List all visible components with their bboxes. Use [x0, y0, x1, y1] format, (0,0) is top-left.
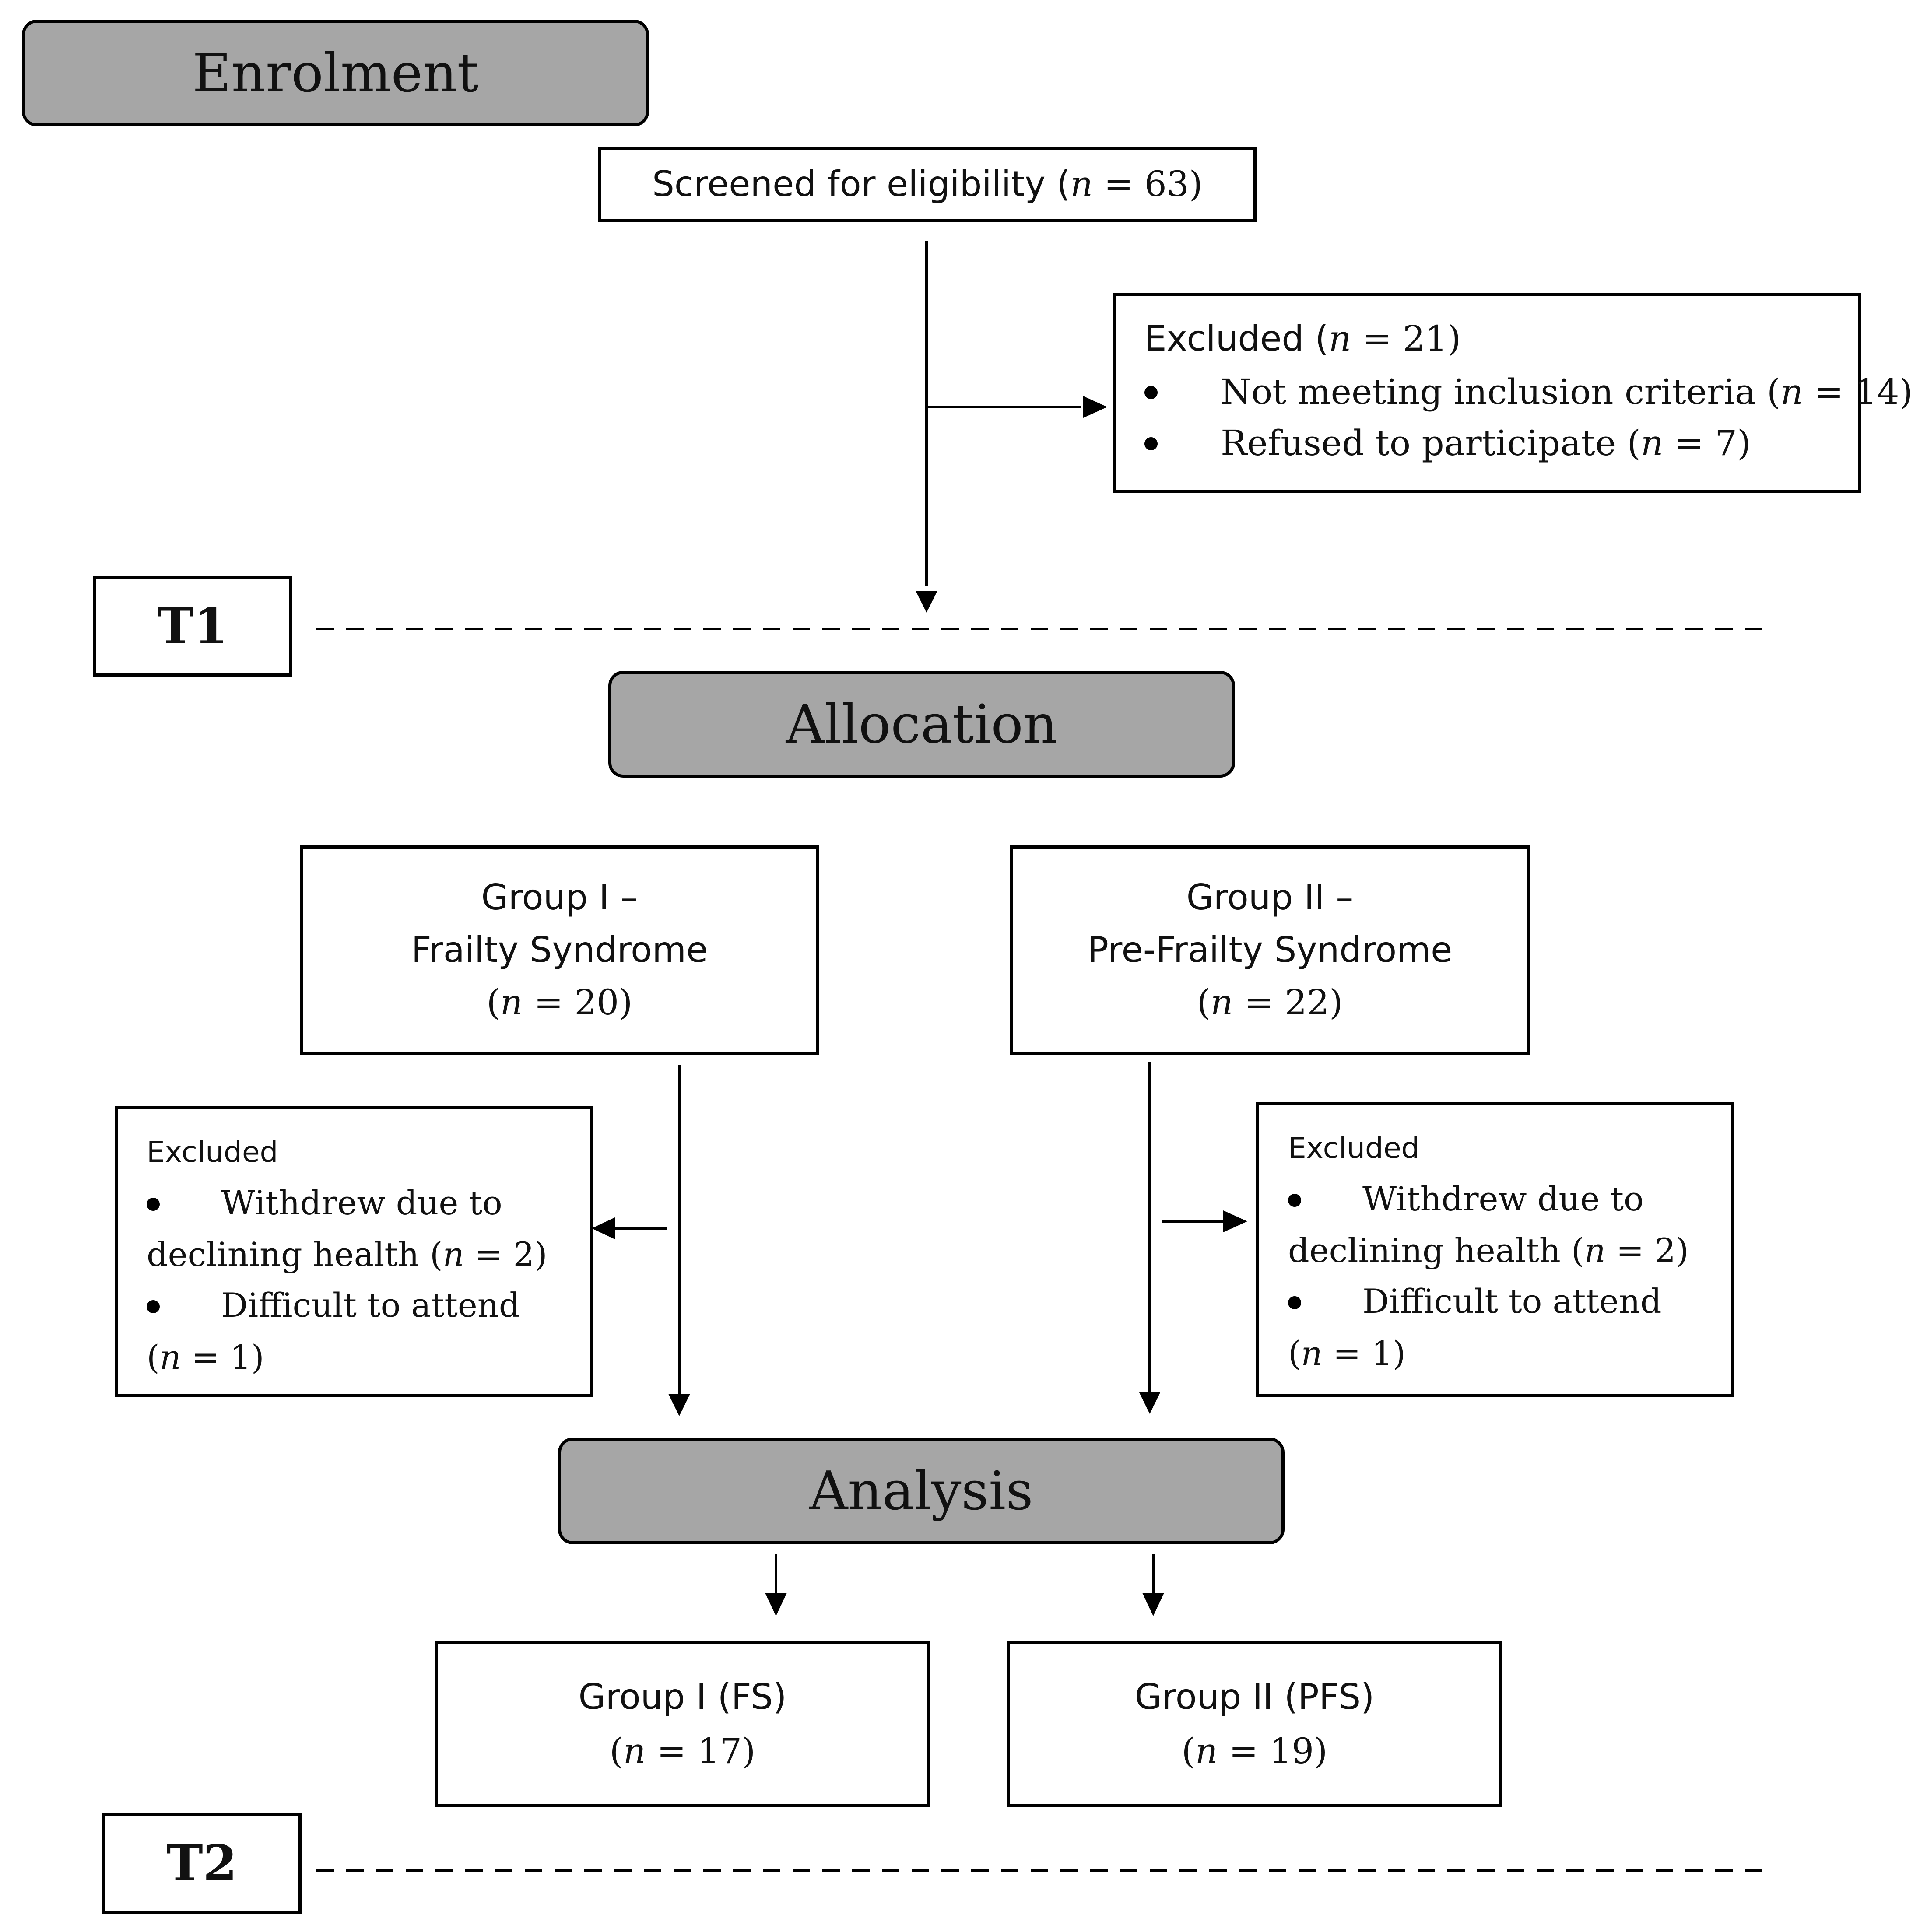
- excluded-left-box: Excluded Withdrew due to declining healt…: [115, 1106, 593, 1397]
- timepoint-t1: T1: [93, 576, 292, 677]
- arrowhead-left: [592, 1217, 615, 1239]
- arrowhead-down: [916, 591, 937, 613]
- arrowhead-right: [1223, 1210, 1247, 1232]
- group2-box: Group II – Pre-Frailty Syndrome (n = 22): [1010, 845, 1530, 1055]
- timepoint-t2: T2: [102, 1813, 302, 1914]
- excluded-left-item1-line1: Withdrew due to: [221, 1183, 502, 1222]
- final-group2-n: (n = 19): [1181, 1731, 1328, 1771]
- excluded-main-title: Excluded (n = 21): [1144, 318, 1461, 359]
- excluded-left-item2-line1: Difficult to attend: [221, 1286, 520, 1325]
- final-group2-label: Group II (PFS): [1134, 1676, 1375, 1717]
- group1-box: Group I – Frailty Syndrome (n = 20): [300, 845, 819, 1055]
- excluded-right-item2-line2: (n = 1): [1288, 1334, 1406, 1373]
- final-group1-box: Group I (FS) (n = 17): [435, 1641, 930, 1807]
- group2-line1: Group II –: [1186, 877, 1354, 918]
- arrowhead-down: [1142, 1593, 1164, 1616]
- excluded-left-title: Excluded: [147, 1135, 278, 1169]
- phase-enrolment-label: Enrolment: [192, 42, 479, 104]
- excluded-main-box: Excluded (n = 21) Not meeting inclusion …: [1113, 293, 1913, 493]
- excluded-right-item2-line1: Difficult to attend: [1362, 1282, 1662, 1321]
- group2-line2: Pre-Frailty Syndrome: [1087, 929, 1453, 970]
- screened-text: Screened for eligibility (n = 63): [652, 164, 1203, 204]
- arrowhead-down: [765, 1593, 787, 1616]
- excluded-right-item1-line2: declining health (n = 2): [1288, 1231, 1689, 1270]
- arrowhead-down: [668, 1394, 690, 1416]
- excluded-left-item1-line2: declining health (n = 2): [147, 1235, 548, 1274]
- bullet-icon: [1144, 437, 1158, 450]
- final-group1-label: Group I (FS): [578, 1676, 787, 1717]
- excluded-left-item2-line2: (n = 1): [147, 1338, 264, 1377]
- phase-analysis: Analysis: [558, 1438, 1285, 1544]
- phase-allocation-label: Allocation: [786, 693, 1058, 755]
- group1-line1: Group I –: [481, 877, 638, 918]
- final-group2-box: Group II (PFS) (n = 19): [1007, 1641, 1502, 1807]
- group2-n: (n = 22): [1197, 982, 1343, 1023]
- bullet-icon: [147, 1198, 160, 1211]
- excluded-right-item1-line1: Withdrew due to: [1362, 1179, 1644, 1218]
- arrowhead-down: [1139, 1392, 1161, 1414]
- bullet-icon: [1288, 1194, 1301, 1207]
- timepoint-t1-label: T1: [157, 597, 228, 655]
- excluded-main-item-2: Refused to participate (n = 7): [1221, 423, 1751, 463]
- excluded-right-title: Excluded: [1288, 1131, 1420, 1165]
- timepoint-t2-label: T2: [166, 1834, 237, 1892]
- arrowhead-right: [1083, 396, 1107, 418]
- phase-analysis-label: Analysis: [809, 1460, 1033, 1522]
- screened-box: Screened for eligibility (n = 63): [598, 147, 1257, 222]
- group1-line2: Frailty Syndrome: [411, 929, 708, 970]
- final-group1-n: (n = 17): [609, 1731, 756, 1771]
- bullet-icon: [1288, 1296, 1301, 1309]
- phase-enrolment: Enrolment: [22, 20, 649, 126]
- bullet-icon: [1144, 386, 1158, 399]
- excluded-right-box: Excluded Withdrew due to declining healt…: [1256, 1102, 1734, 1397]
- excluded-main-item-1: Not meeting inclusion criteria (n = 14): [1221, 372, 1913, 412]
- bullet-icon: [147, 1300, 160, 1313]
- phase-allocation: Allocation: [608, 671, 1235, 778]
- group1-n: (n = 20): [486, 982, 633, 1023]
